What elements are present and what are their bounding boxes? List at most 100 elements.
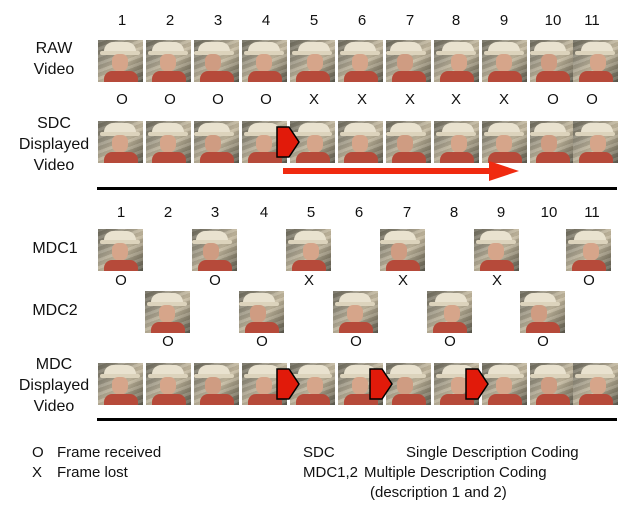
loss-marker-icon	[276, 368, 300, 400]
frame-status: O	[547, 91, 559, 108]
video-frame	[290, 40, 335, 82]
frame-number: 1	[116, 204, 126, 221]
legend-sdc-key: SDC	[303, 444, 335, 461]
video-frame	[338, 40, 383, 82]
frame-status: O	[162, 333, 174, 350]
video-frame	[530, 363, 575, 405]
loss-marker-icon	[369, 368, 393, 400]
frame-number: 6	[357, 12, 367, 29]
frame-status: O	[209, 272, 221, 289]
video-frame	[474, 229, 519, 271]
frame-status: X	[397, 272, 408, 289]
video-frame	[380, 229, 425, 271]
video-frame	[530, 121, 575, 163]
video-frame	[573, 363, 618, 405]
legend-lost-symbol: X	[32, 464, 43, 481]
video-frame	[98, 363, 143, 405]
video-frame	[482, 40, 527, 82]
mdc1-label: MDC1	[32, 240, 78, 257]
sdc-displayed-video-label: SDC Displayed Video	[14, 113, 94, 176]
raw-label-line: Video	[33, 61, 75, 78]
frame-status: X	[450, 91, 461, 108]
frame-number: 8	[449, 204, 459, 221]
frame-number: 8	[451, 12, 461, 29]
right-arrow-icon	[283, 161, 519, 181]
video-frame	[338, 121, 383, 163]
legend-mdc-text: Multiple Description Coding	[364, 464, 547, 481]
video-frame	[98, 40, 143, 82]
frame-status: X	[308, 91, 319, 108]
video-frame	[194, 40, 239, 82]
frame-number: 2	[163, 204, 173, 221]
frame-number: 7	[405, 12, 415, 29]
loss-marker-icon	[276, 126, 300, 158]
frame-status: O	[260, 91, 272, 108]
frame-number: 1	[117, 12, 127, 29]
legend-mdc-text-2: (description 1 and 2)	[370, 484, 507, 501]
video-frame	[239, 291, 284, 333]
video-frame	[146, 363, 191, 405]
sdc-label-line: SDC	[37, 115, 71, 132]
frame-status: O	[350, 333, 362, 350]
frame-status: O	[256, 333, 268, 350]
video-frame	[194, 121, 239, 163]
video-frame	[194, 363, 239, 405]
video-frame	[146, 40, 191, 82]
mdc-label-line: Displayed	[18, 377, 90, 394]
mdc-label-line: Video	[33, 398, 75, 415]
frame-status: X	[356, 91, 367, 108]
frame-status: O	[116, 91, 128, 108]
frame-number: 9	[499, 12, 509, 29]
sdc-label-line: Displayed	[18, 136, 90, 153]
frame-number: 9	[496, 204, 506, 221]
video-frame	[145, 291, 190, 333]
mdc-displayed-video-label: MDC Displayed Video	[14, 354, 94, 417]
video-frame	[192, 229, 237, 271]
frame-status: X	[404, 91, 415, 108]
video-frame	[427, 291, 472, 333]
frame-number: 5	[306, 204, 316, 221]
video-frame	[482, 363, 527, 405]
video-frame	[434, 40, 479, 82]
frame-number: 10	[540, 204, 558, 221]
frame-status: O	[444, 333, 456, 350]
frame-number: 6	[354, 204, 364, 221]
raw-label-line: RAW	[35, 40, 73, 57]
video-frame	[146, 121, 191, 163]
video-frame	[530, 40, 575, 82]
legend-mdc-key: MDC1,2	[303, 464, 359, 481]
sdc-label-line: Video	[33, 157, 75, 174]
mdc2-label: MDC2	[32, 302, 78, 319]
frame-status: O	[537, 333, 549, 350]
video-frame	[286, 229, 331, 271]
frame-status: X	[491, 272, 502, 289]
video-frame	[386, 363, 431, 405]
raw-video-label: RAW Video	[18, 38, 90, 80]
video-frame	[573, 121, 618, 163]
video-frame	[98, 229, 143, 271]
frame-status: O	[115, 272, 127, 289]
frame-number: 3	[210, 204, 220, 221]
frame-status: O	[212, 91, 224, 108]
frame-number: 2	[165, 12, 175, 29]
video-frame	[290, 121, 335, 163]
video-frame	[573, 40, 618, 82]
legend-sdc-text: Single Description Coding	[406, 444, 579, 461]
frame-status: O	[164, 91, 176, 108]
mdc-label-line: MDC	[35, 356, 73, 373]
frame-number: 10	[544, 12, 562, 29]
frame-number: 5	[309, 12, 319, 29]
frame-number: 4	[259, 204, 269, 221]
video-frame	[290, 363, 335, 405]
video-frame	[566, 229, 611, 271]
frame-number: 11	[584, 12, 600, 29]
frame-number: 7	[402, 204, 412, 221]
loss-marker-icon	[465, 368, 489, 400]
frame-status: X	[303, 272, 314, 289]
section-divider	[97, 418, 617, 421]
video-frame	[434, 121, 479, 163]
video-frame	[482, 121, 527, 163]
frame-status: O	[586, 91, 598, 108]
video-frame	[242, 40, 287, 82]
legend-lost-text: Frame lost	[57, 464, 128, 481]
